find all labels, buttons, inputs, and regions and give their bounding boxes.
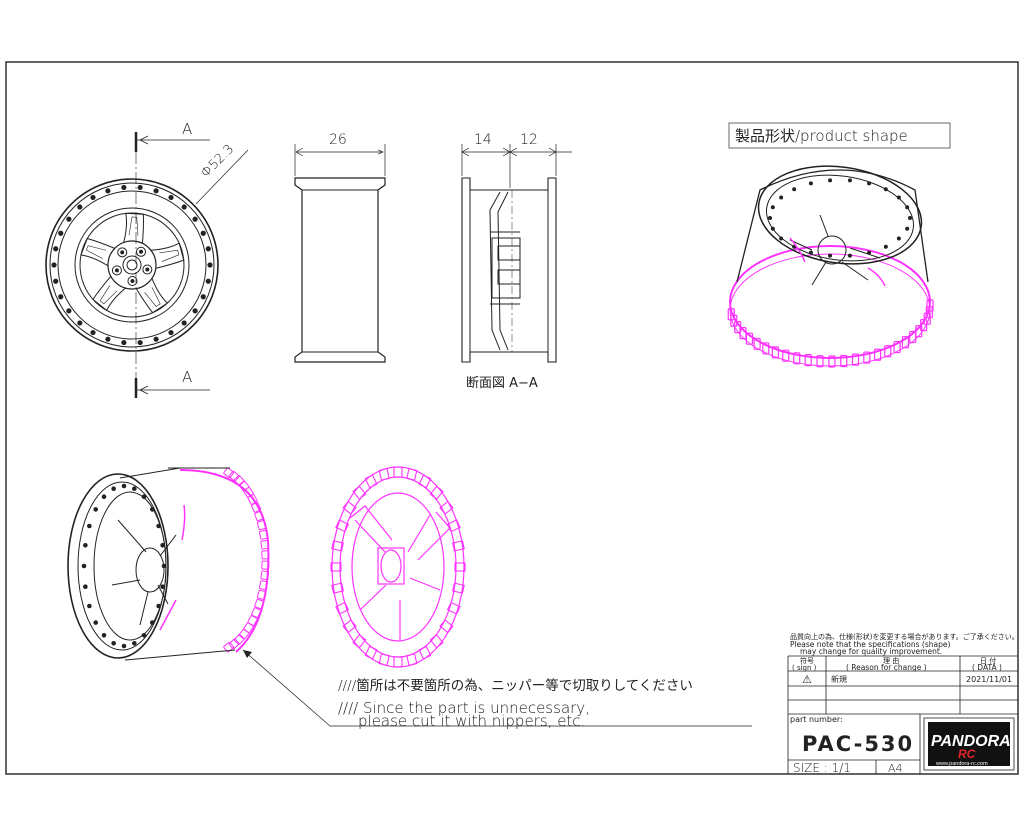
front-view xyxy=(45,178,219,352)
part-number-label: part number: xyxy=(790,715,843,724)
section-view xyxy=(461,177,557,363)
section-caption: 断面図 A−A xyxy=(466,376,538,391)
sheet-border xyxy=(5,61,1019,775)
logo-sub: RC xyxy=(958,747,976,761)
product-shape-label: 製品形状/product shape xyxy=(735,127,908,145)
width-dimension: 26 xyxy=(329,132,347,148)
disclaimer-jp: 品質向上の為、仕様(形状)を変更する場合があります。ご了承ください。 xyxy=(790,632,1019,641)
offset-dimension-line xyxy=(461,144,572,188)
part-number: PAC-530 xyxy=(802,732,914,756)
disclaimer-en2: may change for quality improvement. xyxy=(800,647,942,656)
offset-back-dimension: 12 xyxy=(520,132,538,148)
note-jp: ////箇所は不要箇所の為、ニッパー等で切取りしてください xyxy=(338,677,693,694)
section-mark-top: A xyxy=(182,120,192,138)
diameter-leader xyxy=(195,149,249,205)
logo-url: www.pandora-rc.com xyxy=(935,761,988,767)
pandora-logo: PANDORA RC www.pandora-rc.com xyxy=(923,717,1015,771)
note-en-line1: //// Since the part is unnecessary, xyxy=(338,699,590,717)
section-line-a xyxy=(134,132,210,398)
row1-date: 2021/11/01 xyxy=(966,675,1012,684)
disclaimer-en1: Please note that the specifications (sha… xyxy=(790,640,950,649)
section-mark-bottom: A xyxy=(182,368,192,386)
note-en-line2: please cut it with nippers, etc. xyxy=(358,712,585,730)
paper-size: A4 xyxy=(888,762,903,775)
diameter-dimension: Φ52.3 xyxy=(198,142,237,181)
col-date-en: ( DATA ) xyxy=(972,663,1002,672)
title-block xyxy=(787,655,1018,774)
product-shape-box xyxy=(728,122,951,149)
note-leader xyxy=(242,649,331,727)
iso-wheel-left xyxy=(67,467,270,661)
size-label: SIZE : 1/1 xyxy=(793,761,851,775)
col-sign-en: ( sign ) xyxy=(792,664,817,672)
warning-triangle-icon: ⚠ xyxy=(802,673,812,686)
offset-front-dimension: 14 xyxy=(474,132,492,148)
col-date-jp: 日 付 xyxy=(980,656,996,665)
col-reason-jp: 理 由 xyxy=(883,656,899,665)
iso-wheel-right xyxy=(727,165,934,368)
col-reason-en: ( Reason for change ) xyxy=(846,663,927,672)
width-dimension-line xyxy=(294,144,386,176)
row1-reason: 新規 xyxy=(831,674,847,684)
logo-text: PANDORA xyxy=(931,733,1011,750)
side-view xyxy=(294,177,386,363)
cutout-part xyxy=(330,466,466,668)
col-sign-jp: 符号 xyxy=(800,656,814,665)
